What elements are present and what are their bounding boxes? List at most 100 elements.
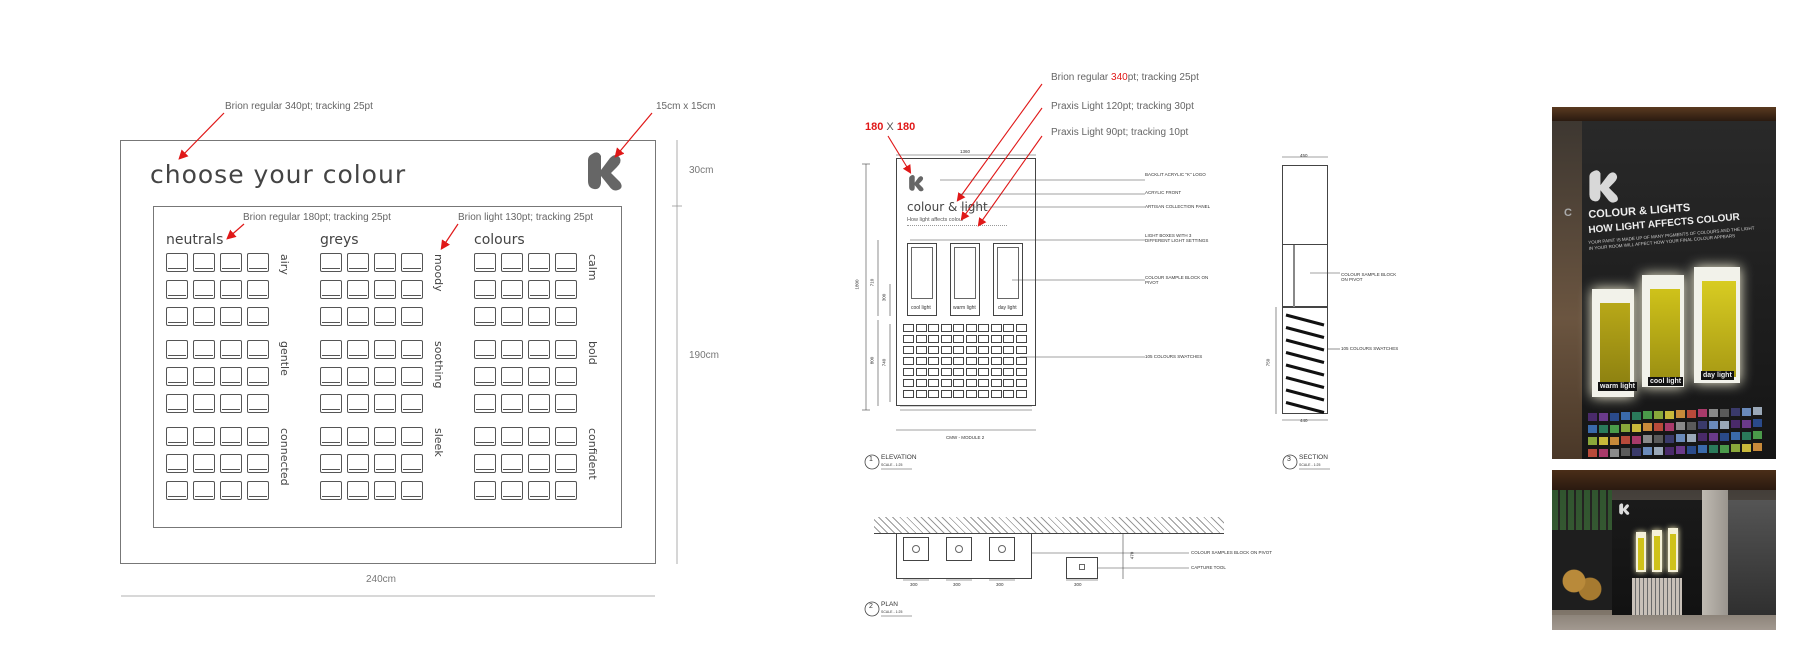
plan-label: PLAN (881, 601, 898, 608)
render-swatch (1599, 425, 1608, 433)
section-number: 3 (1287, 456, 1291, 463)
callout-acrylic-front: ACRYLIC FRONT (1145, 190, 1182, 195)
arrow-icon (178, 112, 225, 160)
render-swatch (1742, 431, 1751, 440)
elevation-swatch-cell (990, 357, 1002, 365)
render-swatch (1676, 446, 1685, 455)
render-swatch (1588, 449, 1597, 458)
render-label-cool: cool light (1648, 377, 1684, 386)
elevation-swatch-cell (978, 357, 989, 365)
render-lightbox-2 (1642, 275, 1684, 387)
side-letter: C (1564, 207, 1572, 219)
swatch-cell (166, 280, 188, 299)
render-swatch (1753, 419, 1762, 428)
swatch-cell (501, 253, 523, 272)
render-swatch (1610, 448, 1619, 457)
logo-size-note: 180 X 180 (865, 121, 916, 133)
group-title-neutrals: neutrals (166, 232, 224, 248)
swatch-cell (320, 454, 342, 473)
fine-print-line (907, 225, 1007, 227)
swatch-cell (528, 481, 550, 500)
plan-capture-tool (1066, 557, 1098, 579)
swatch-cell (474, 427, 496, 446)
swatch-cell (247, 253, 269, 272)
swatch-cell (374, 367, 396, 386)
light-box-2 (950, 243, 980, 316)
font-note-2: Praxis Light 120pt; tracking 30pt (1051, 101, 1194, 112)
arrow-icon (226, 223, 245, 240)
swatch-cell (374, 427, 396, 446)
render-label-day: day light (1701, 371, 1734, 380)
render-swatch (1665, 410, 1674, 419)
bottom-chairs (1562, 565, 1602, 605)
render-swatch (1654, 447, 1663, 455)
swatch-cell (347, 367, 369, 386)
elevation-swatch-cell (1015, 390, 1027, 398)
render-swatch (1643, 435, 1652, 444)
section-upper (1282, 165, 1328, 245)
render-swatch (1731, 444, 1740, 453)
elevation-swatch-cell (928, 324, 939, 332)
swatch-cell (220, 427, 242, 446)
elevation-swatch-cell (1015, 346, 1027, 354)
render-swatch (1742, 419, 1751, 428)
k-logo-icon (1619, 503, 1630, 515)
elevation-swatch-cell (1015, 357, 1027, 365)
swatch-cell (555, 307, 577, 326)
swatch-cell (528, 367, 550, 386)
swatch-cell (555, 454, 577, 473)
swatch-cell (474, 481, 496, 500)
swatch-cell (193, 481, 215, 500)
swatch-cell (166, 481, 188, 500)
swatch-cell (247, 427, 269, 446)
render-swatch (1621, 448, 1630, 457)
swatch-cell (347, 307, 369, 326)
swatch-cell (474, 367, 496, 386)
elevation-swatch-cell (915, 357, 927, 365)
swatch-cell (474, 280, 496, 299)
swatch-cell (501, 280, 523, 299)
elevation-swatch-cell (953, 379, 964, 387)
elevation-swatch-cell (1003, 346, 1014, 354)
render-swatch (1753, 431, 1762, 440)
swatch-cell (501, 394, 523, 413)
elevation-swatch-cell (953, 368, 964, 376)
swatch-cell (528, 340, 550, 359)
elevation-swatch-cell (928, 335, 939, 343)
elevation-swatch-cell (965, 346, 977, 354)
elevation-swatch-cell (990, 368, 1002, 376)
k-logo-icon (909, 175, 924, 192)
plan-block-3 (989, 537, 1015, 561)
render-swatch (1621, 436, 1630, 445)
swatch-cell (374, 394, 396, 413)
elevation-swatch-cell (990, 390, 1002, 398)
section-hatch-line (1285, 313, 1325, 327)
swatch-cell (374, 454, 396, 473)
swatch-cell (347, 427, 369, 446)
section-hatch-line (1285, 388, 1325, 402)
render-swatch (1654, 423, 1663, 431)
swatch-cell (555, 280, 577, 299)
elevation-swatch-cell (978, 390, 989, 398)
render-lightbox-1 (1592, 289, 1634, 397)
swatch-cell (220, 280, 242, 299)
bottom-floor (1552, 615, 1776, 630)
elevation-swatch-cell (1015, 368, 1027, 376)
elevation-number: 1 (869, 456, 873, 463)
swatch-cell (193, 253, 215, 272)
render-swatch (1654, 435, 1663, 443)
swatch-cell (193, 427, 215, 446)
swatch-cell (555, 481, 577, 500)
swatch-cell (247, 394, 269, 413)
render-swatch (1621, 424, 1630, 433)
elevation-swatch-cell (953, 324, 964, 332)
elevation-panel (896, 158, 1036, 406)
swatch-cell (320, 481, 342, 500)
render-swatch-rack (1588, 407, 1768, 459)
swatch-cell (193, 280, 215, 299)
swatch-cell (474, 340, 496, 359)
render-swatch (1731, 420, 1740, 429)
swatch-cell (247, 454, 269, 473)
